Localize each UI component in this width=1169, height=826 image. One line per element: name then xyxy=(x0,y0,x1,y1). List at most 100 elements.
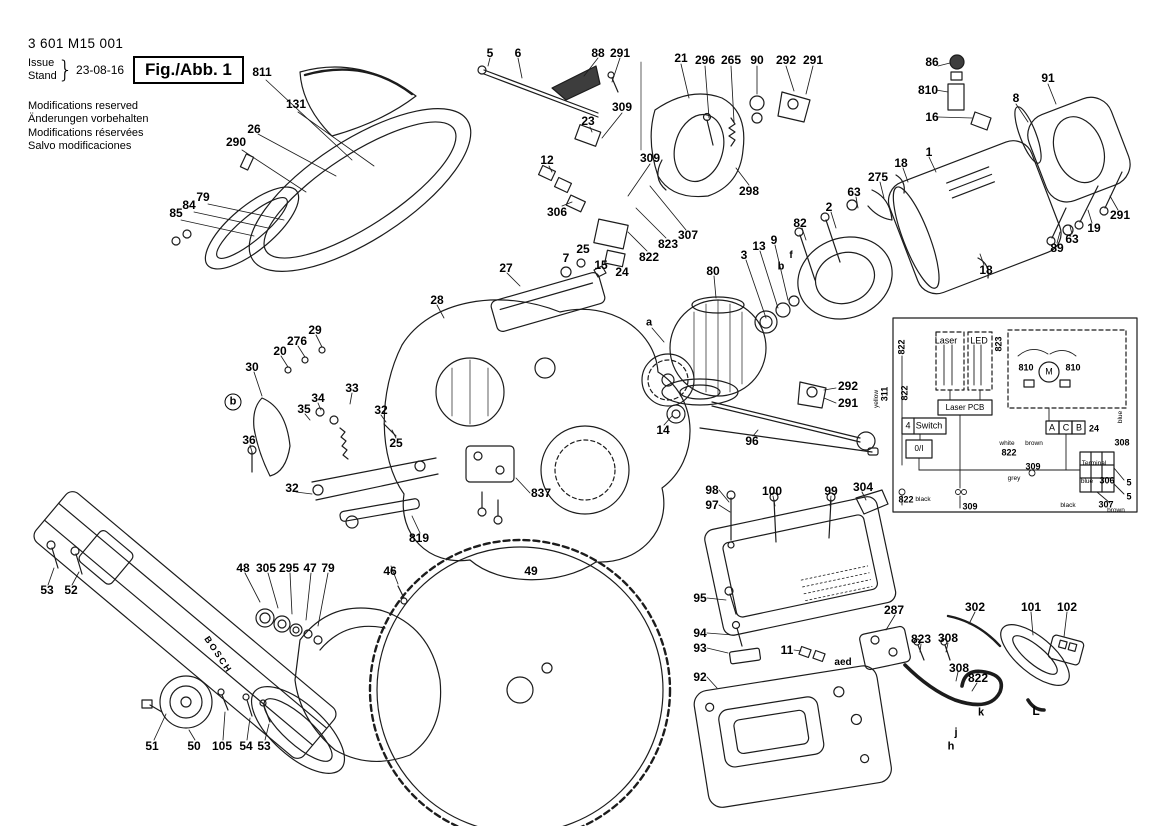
label-298: 298 xyxy=(738,184,760,198)
label-309: 309 xyxy=(962,501,978,512)
label-100: 100 xyxy=(761,484,783,498)
label-47: 47 xyxy=(303,561,317,575)
label-101: 101 xyxy=(1020,600,1042,614)
label-306: 306 xyxy=(1099,475,1115,486)
label-6: 6 xyxy=(514,46,522,60)
label-19: 19 xyxy=(1087,221,1101,235)
label-823: 823 xyxy=(657,237,679,251)
label-white: white xyxy=(999,439,1015,447)
label-5: 5 xyxy=(486,46,494,60)
label-292: 292 xyxy=(837,379,859,393)
label-laser: Laser xyxy=(934,335,958,346)
label-82: 82 xyxy=(793,216,807,230)
label-91: 91 xyxy=(1041,71,1055,85)
figure-label: Fig./Abb. 1 xyxy=(133,56,244,84)
label-822: 822 xyxy=(899,385,910,401)
label-85: 85 xyxy=(169,206,183,220)
label-275: 275 xyxy=(867,170,889,184)
label-23: 23 xyxy=(581,114,595,128)
armature-assembly xyxy=(641,295,879,456)
label-90: 90 xyxy=(750,53,764,67)
label-26: 26 xyxy=(247,122,261,136)
stand-label: Stand xyxy=(28,70,57,82)
label-5: 5 xyxy=(1126,477,1132,488)
label-18: 18 xyxy=(894,156,908,170)
label-84: 84 xyxy=(182,198,196,212)
motor-assembly xyxy=(794,54,1131,320)
issue-date: 23-08-16 xyxy=(76,63,125,77)
label-28: 28 xyxy=(430,293,444,307)
label-296: 296 xyxy=(694,53,716,67)
label-96: 96 xyxy=(745,434,759,448)
label-306: 306 xyxy=(546,205,568,219)
label-810: 810 xyxy=(1018,362,1034,373)
lower-guard xyxy=(255,607,442,763)
label-53: 53 xyxy=(257,739,271,753)
label-291: 291 xyxy=(837,396,859,410)
label-307: 307 xyxy=(1098,499,1114,510)
part-number: 3 601 M15 001 xyxy=(28,36,124,51)
label-308: 308 xyxy=(937,631,959,645)
label-309: 309 xyxy=(639,151,661,165)
handle-assembly xyxy=(650,91,811,198)
label-brown: brown xyxy=(1025,439,1043,447)
label-2: 2 xyxy=(825,200,833,214)
label-7: 7 xyxy=(562,251,570,265)
label-3: 3 xyxy=(740,248,748,262)
label-822: 822 xyxy=(638,250,660,264)
label-a: a xyxy=(645,316,653,329)
label-32: 32 xyxy=(285,481,299,495)
label-291: 291 xyxy=(1109,208,1131,222)
label-led: LED xyxy=(970,335,988,346)
label-304: 304 xyxy=(852,480,874,494)
label-bosch: BOSCH xyxy=(202,634,235,676)
note-line: Änderungen vorbehalten xyxy=(28,113,149,126)
note-line: Modifications reserved xyxy=(28,100,139,112)
note-line: Modifications réservées xyxy=(28,126,144,139)
label-50: 50 xyxy=(187,739,201,753)
label-32: 32 xyxy=(374,403,388,417)
label-15: 15 xyxy=(594,258,608,272)
label-308: 308 xyxy=(1114,437,1130,448)
label-b: b xyxy=(777,260,785,273)
label-94: 94 xyxy=(693,626,707,640)
label-105: 105 xyxy=(211,739,233,753)
label-63: 63 xyxy=(1065,232,1079,246)
rod-assembly xyxy=(477,61,642,278)
label-292: 292 xyxy=(775,53,797,67)
label-102: 102 xyxy=(1056,600,1078,614)
label-97: 97 xyxy=(705,498,719,512)
label-295: 295 xyxy=(278,561,300,575)
label-309: 309 xyxy=(1025,461,1041,472)
label-36: 36 xyxy=(242,433,256,447)
label-brown: brown xyxy=(1107,506,1125,514)
label-laser-pcb: Laser PCB xyxy=(945,403,985,412)
label-276: 276 xyxy=(286,334,308,348)
label-5: 5 xyxy=(1126,491,1132,502)
label-27: 27 xyxy=(499,261,513,275)
gear-housing xyxy=(247,272,691,605)
label-80: 80 xyxy=(706,264,720,278)
label-8: 8 xyxy=(1012,91,1020,105)
modification-notes: Modifications reserved Änderungen vorbeh… xyxy=(28,100,148,154)
label-79: 79 xyxy=(196,190,210,204)
label-m: M xyxy=(1045,366,1053,377)
label-823: 823 xyxy=(910,632,932,646)
label-48: 48 xyxy=(236,561,250,575)
label-819: 819 xyxy=(408,531,430,545)
label-309: 309 xyxy=(611,100,633,114)
label-yellow: yellow xyxy=(872,389,880,409)
label-13: 13 xyxy=(752,239,766,253)
label-311: 311 xyxy=(879,386,890,402)
label-822: 822 xyxy=(896,339,907,355)
label-terminal: Terminal xyxy=(1081,459,1107,467)
label-290: 290 xyxy=(225,135,247,149)
base-shell xyxy=(693,665,892,808)
label-305: 305 xyxy=(255,561,277,575)
label-20: 20 xyxy=(273,344,287,358)
label-1: 1 xyxy=(925,145,933,159)
label-24: 24 xyxy=(615,265,629,279)
label-98: 98 xyxy=(705,483,719,497)
